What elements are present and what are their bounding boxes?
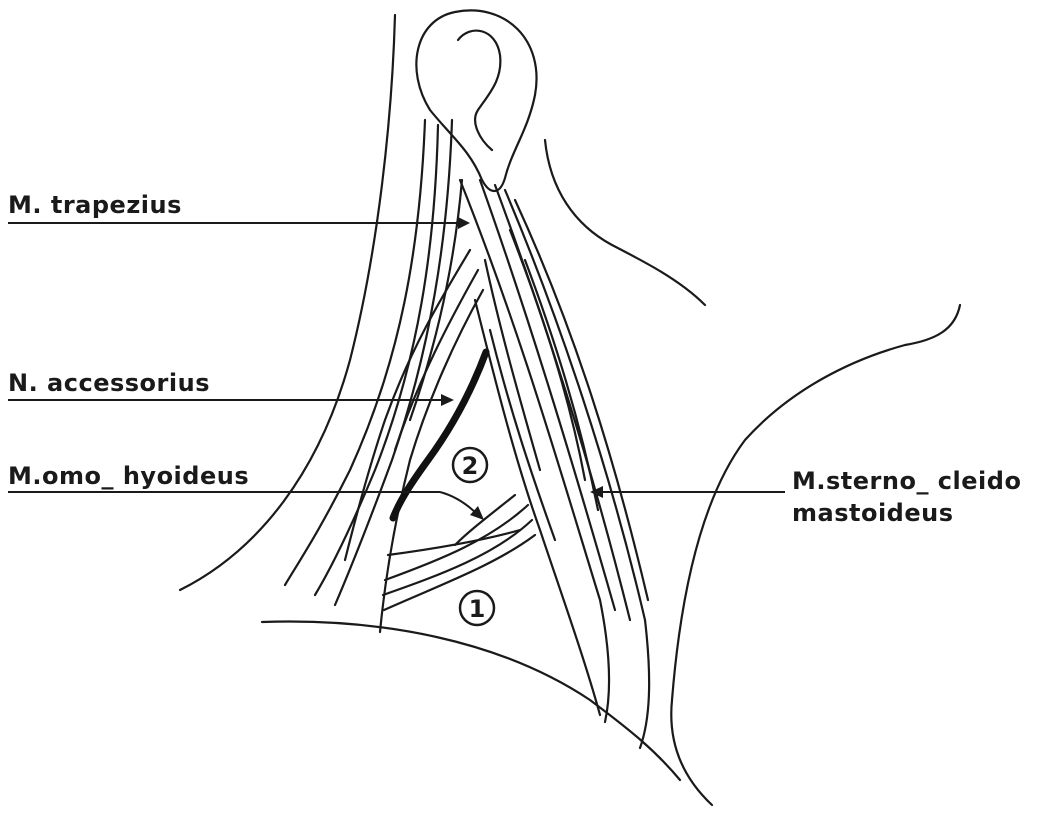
label-trapezius: M. trapezius bbox=[8, 192, 182, 218]
label-omohyoideus: M.omo_ hyoideus bbox=[8, 463, 249, 489]
trapezius-fiber bbox=[395, 270, 478, 450]
trapezius-arrowhead bbox=[458, 217, 470, 229]
sternocleidomastoid-fiber bbox=[495, 185, 630, 620]
accessorius-arrowhead bbox=[441, 394, 454, 406]
label-accessorius: N. accessorius bbox=[8, 370, 210, 396]
label-sternocleidomastoideus-line1: M.sterno_ cleido bbox=[792, 468, 1021, 494]
triangle-marker-1: 1 bbox=[460, 591, 494, 625]
triangle-marker-2: 2 bbox=[453, 448, 487, 482]
triangle-number-1: 1 bbox=[469, 595, 486, 623]
anterior-neck-contour bbox=[671, 305, 960, 805]
ear-outline bbox=[416, 10, 536, 191]
ear-inner-helix bbox=[458, 31, 500, 150]
omohyoid-fiber bbox=[383, 520, 532, 595]
clavicle-contour bbox=[262, 622, 680, 780]
omohyoideus-leader-bend bbox=[440, 492, 478, 515]
posterior-neck-contour bbox=[180, 15, 395, 590]
label-sternocleidomastoideus-line2: mastoideus bbox=[792, 500, 954, 526]
jaw-contour bbox=[545, 140, 705, 305]
omohyoideus-arrowhead bbox=[470, 506, 484, 520]
triangle-number-2: 2 bbox=[462, 452, 479, 480]
